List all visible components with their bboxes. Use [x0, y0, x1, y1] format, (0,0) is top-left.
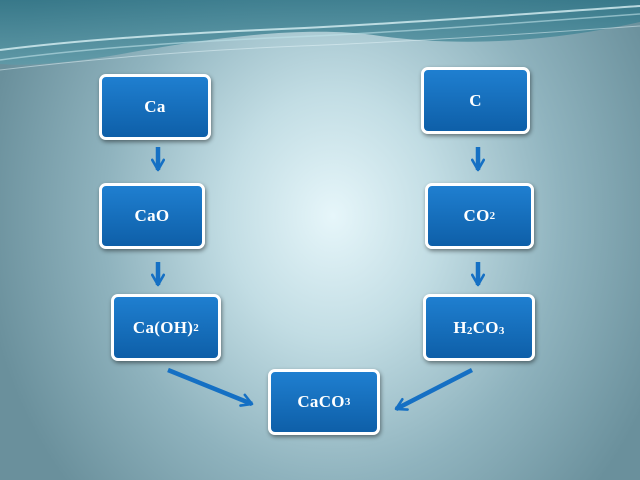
node-subscript: 2 — [466, 324, 473, 337]
node-label: Ca(OH) — [132, 317, 194, 337]
node-caoh2: Ca(OH)2 — [111, 294, 221, 361]
node-c: C — [421, 67, 530, 134]
node-label: C — [469, 90, 482, 110]
arrow-h2co3-to-caco3 — [394, 367, 474, 412]
node-label: H2CO3 — [453, 317, 505, 337]
arrow-caoh2-to-caco3 — [167, 367, 254, 407]
node-subscript: 3 — [498, 324, 505, 337]
decorative-wave-banner — [0, 0, 640, 71]
node-ca: Ca — [99, 74, 211, 140]
node-h2co3: H2CO3 — [423, 294, 535, 361]
node-label: Ca — [144, 97, 166, 116]
node-label: CaO — [134, 206, 170, 225]
node-label: CaCO — [297, 392, 345, 411]
node-label: CO — [463, 206, 490, 225]
node-cao: CaO — [99, 183, 205, 249]
